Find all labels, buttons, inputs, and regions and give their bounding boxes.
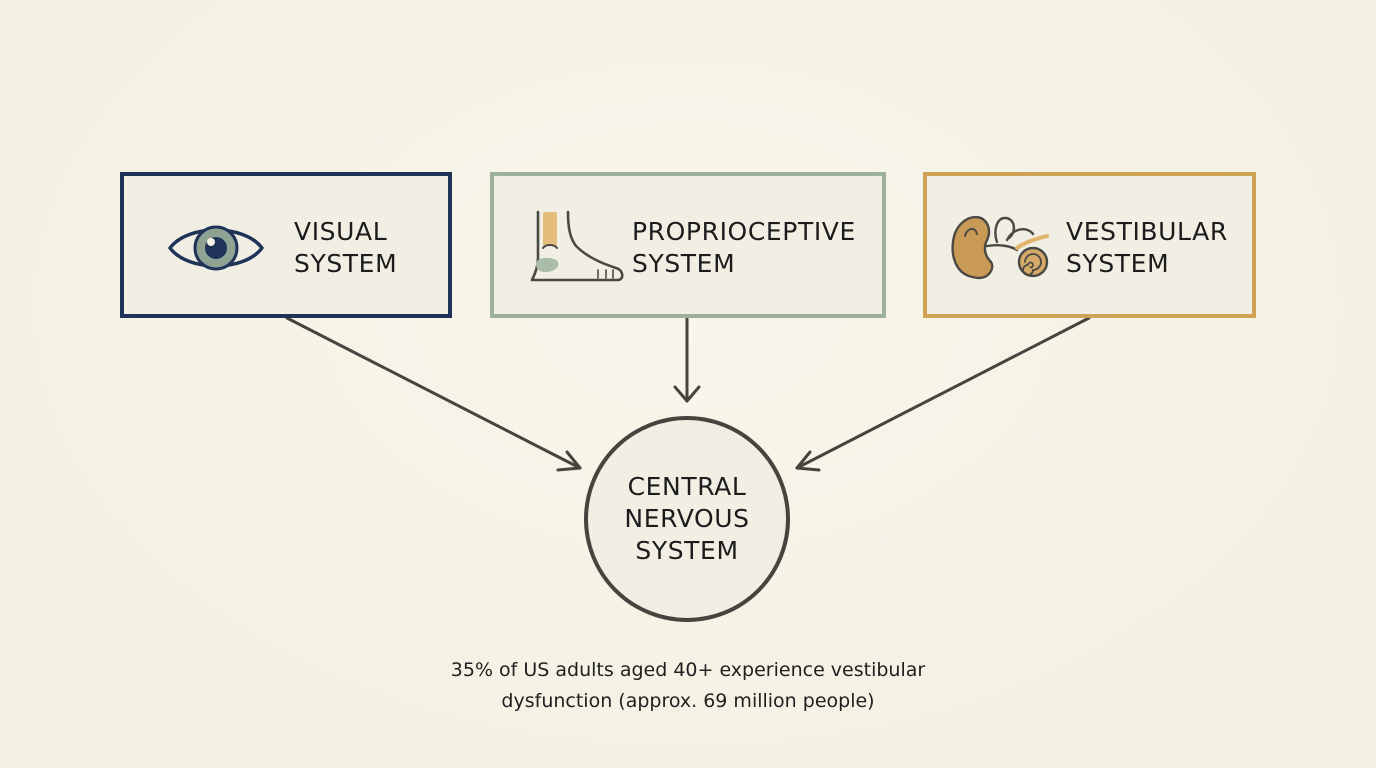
proprioceptive-system-label: PROPRIOCEPTIVE SYSTEM	[632, 216, 856, 280]
vestibular-system-label-line2: SYSTEM	[1066, 249, 1170, 278]
inner-ear-icon	[951, 215, 1049, 280]
proprioceptive-system-box: PROPRIOCEPTIVE SYSTEM	[490, 172, 886, 318]
visual-system-label-line1: VISUAL	[294, 217, 388, 246]
cns-label-line1: CENTRAL	[627, 472, 747, 501]
visual-system-label: VISUAL SYSTEM	[294, 216, 397, 280]
cns-label-line3: SYSTEM	[635, 536, 739, 565]
footnote-line2: dysfunction (approx. 69 million people)	[501, 690, 875, 712]
proprioceptive-system-label-line1: PROPRIOCEPTIVE	[632, 217, 856, 246]
eye-icon	[168, 225, 264, 271]
foot-icon	[530, 210, 624, 282]
vestibular-system-label: VESTIBULAR SYSTEM	[1066, 216, 1228, 280]
visual-system-label-line2: SYSTEM	[294, 249, 398, 278]
statistic-footnote: 35% of US adults aged 40+ experience ves…	[388, 655, 988, 717]
cns-label-line2: NERVOUS	[624, 504, 750, 533]
central-nervous-system-label: CENTRAL NERVOUS SYSTEM	[624, 471, 749, 567]
visual-system-box: VISUAL SYSTEM	[120, 172, 452, 318]
vestibular-system-label-line1: VESTIBULAR	[1066, 217, 1228, 246]
arrow-vestibular-to-cns	[795, 316, 1091, 472]
central-nervous-system-node: CENTRAL NERVOUS SYSTEM	[584, 416, 790, 622]
arrow-proprioceptive-to-cns	[673, 316, 701, 403]
proprioceptive-system-label-line2: SYSTEM	[632, 249, 736, 278]
arrow-visual-to-cns	[285, 316, 582, 472]
footnote-line1: 35% of US adults aged 40+ experience ves…	[450, 659, 926, 681]
vestibular-system-box: VESTIBULAR SYSTEM	[923, 172, 1256, 318]
